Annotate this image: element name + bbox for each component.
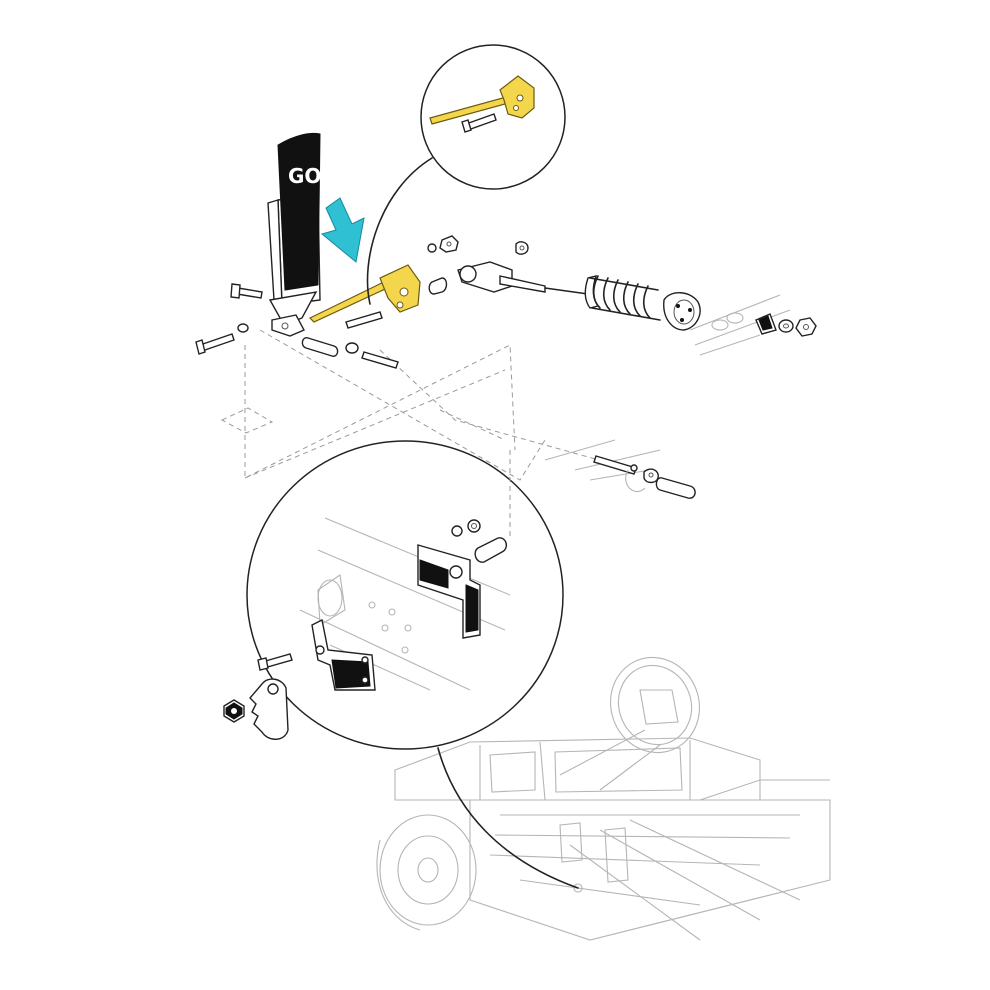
arm-washers: [427, 235, 459, 295]
pedal-mount-bolts: [195, 283, 263, 355]
accelerator-pedal: [267, 132, 321, 337]
leader-line-lower: [437, 747, 579, 889]
pedal-pivot-hardware: [301, 337, 399, 369]
leader-line-upper: [366, 157, 433, 305]
upper-frame-ghost: [689, 294, 791, 356]
arm-bolt: [345, 311, 383, 329]
detail-bubble-arm: [420, 44, 566, 190]
golf-cart-illustration: [376, 656, 831, 941]
clevis-pin-hardware: [593, 455, 696, 499]
detail-bubble-bracket: [223, 440, 564, 750]
down-arrow-icon: [320, 197, 365, 263]
throttle-linkage: [457, 241, 701, 331]
highlighted-pedal-arm: [308, 264, 421, 323]
ghost-frame-outline: [220, 329, 661, 540]
cable-end-hardware: [755, 313, 817, 337]
pedal-go-label: GO: [288, 164, 321, 188]
